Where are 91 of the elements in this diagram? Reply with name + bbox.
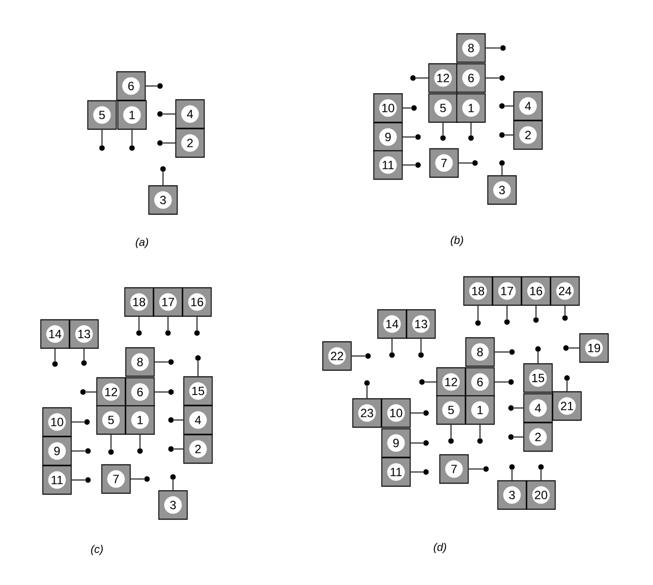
- module-block: 24: [550, 276, 580, 306]
- module-block: 3: [148, 185, 178, 215]
- module-block: 8: [125, 347, 155, 377]
- connector-line: [402, 136, 416, 138]
- module-block: 16: [182, 287, 212, 317]
- connector-line: [504, 134, 514, 136]
- module-block: 9: [373, 122, 403, 152]
- module-block: 3: [158, 490, 188, 520]
- module-block: 12: [436, 367, 466, 397]
- connector-line: [540, 470, 542, 481]
- module-block: 5: [96, 405, 126, 435]
- module-block: 14: [377, 309, 407, 339]
- module-block: 4: [513, 91, 543, 121]
- module-block: 2: [183, 434, 213, 464]
- connector-line: [54, 348, 56, 362]
- module-block: 6: [465, 367, 495, 397]
- module-block: 11: [42, 465, 72, 495]
- connector-line: [468, 468, 484, 470]
- connector-line: [410, 442, 424, 444]
- connector-line: [162, 172, 164, 186]
- module-block: 7: [429, 148, 459, 178]
- module-block: 5: [428, 93, 458, 123]
- panel-label: (c): [91, 544, 103, 556]
- module-block: 5: [87, 100, 117, 130]
- module-block: 9: [42, 436, 72, 466]
- connector-line: [402, 164, 416, 166]
- connector-line: [458, 162, 472, 164]
- module-block: 10: [42, 407, 72, 437]
- module-block: 12: [428, 63, 458, 93]
- connector-line: [420, 338, 422, 352]
- panel-label: (a): [136, 238, 148, 248]
- module-block: 17: [492, 276, 522, 306]
- connector-line: [450, 424, 452, 438]
- module-block: 18: [124, 287, 154, 317]
- module-block: 8: [456, 33, 486, 63]
- module-block: 10: [381, 398, 411, 428]
- connector-line: [162, 142, 176, 144]
- module-block: 1: [456, 93, 486, 123]
- connector-line: [442, 122, 444, 136]
- module-block: 11: [381, 457, 411, 487]
- panel-label: (d): [434, 542, 446, 554]
- connector-line: [110, 434, 112, 450]
- connector-line: [514, 436, 524, 438]
- module-block: 13: [69, 319, 99, 349]
- connector-line: [130, 478, 144, 480]
- module-block: 18: [463, 276, 493, 306]
- connector-line: [138, 316, 140, 330]
- module-block: 5: [436, 395, 466, 425]
- connector-line: [410, 412, 424, 414]
- module-block: 2: [513, 120, 543, 150]
- module-block: 20: [526, 480, 556, 510]
- module-block: 2: [175, 128, 205, 158]
- module-block: 13: [406, 309, 436, 339]
- connector-line: [71, 450, 86, 452]
- module-block: 4: [175, 99, 205, 129]
- module-block: 16: [521, 276, 551, 306]
- module-block: 7: [101, 464, 131, 494]
- module-block: 23: [352, 398, 382, 428]
- module-block: 11: [373, 150, 403, 180]
- connector-line: [366, 386, 368, 399]
- module-block: 2: [523, 422, 553, 452]
- module-block: 22: [322, 341, 352, 371]
- module-block: 15: [523, 363, 553, 393]
- connector-line: [174, 448, 184, 450]
- connector-line: [566, 380, 568, 392]
- module-block: 3: [487, 175, 517, 205]
- module-block: 10: [373, 93, 403, 123]
- module-block: 8: [465, 337, 495, 367]
- connector-line: [506, 305, 508, 320]
- connector-line: [196, 316, 198, 330]
- module-block: 9: [381, 428, 411, 458]
- module-block: 6: [456, 63, 486, 93]
- module-block: 4: [523, 393, 553, 423]
- module-block: 1: [465, 395, 495, 425]
- module-block: 7: [439, 454, 469, 484]
- module-block: 12: [96, 377, 126, 407]
- module-block: 14: [40, 319, 70, 349]
- module-block: 4: [183, 405, 213, 435]
- module-block: 15: [183, 376, 213, 406]
- module-block: 19: [579, 333, 609, 363]
- connector-line: [564, 305, 566, 316]
- module-block: 17: [153, 287, 183, 317]
- connector-line: [172, 480, 174, 491]
- module-block: 6: [116, 71, 146, 101]
- panel-label: (b): [450, 236, 464, 246]
- connector-line: [470, 122, 472, 136]
- module-block: 1: [117, 100, 147, 130]
- module-block: 3: [497, 480, 527, 510]
- module-block: 21: [552, 391, 582, 421]
- module-block: 6: [125, 377, 155, 407]
- module-block: 1: [125, 405, 155, 435]
